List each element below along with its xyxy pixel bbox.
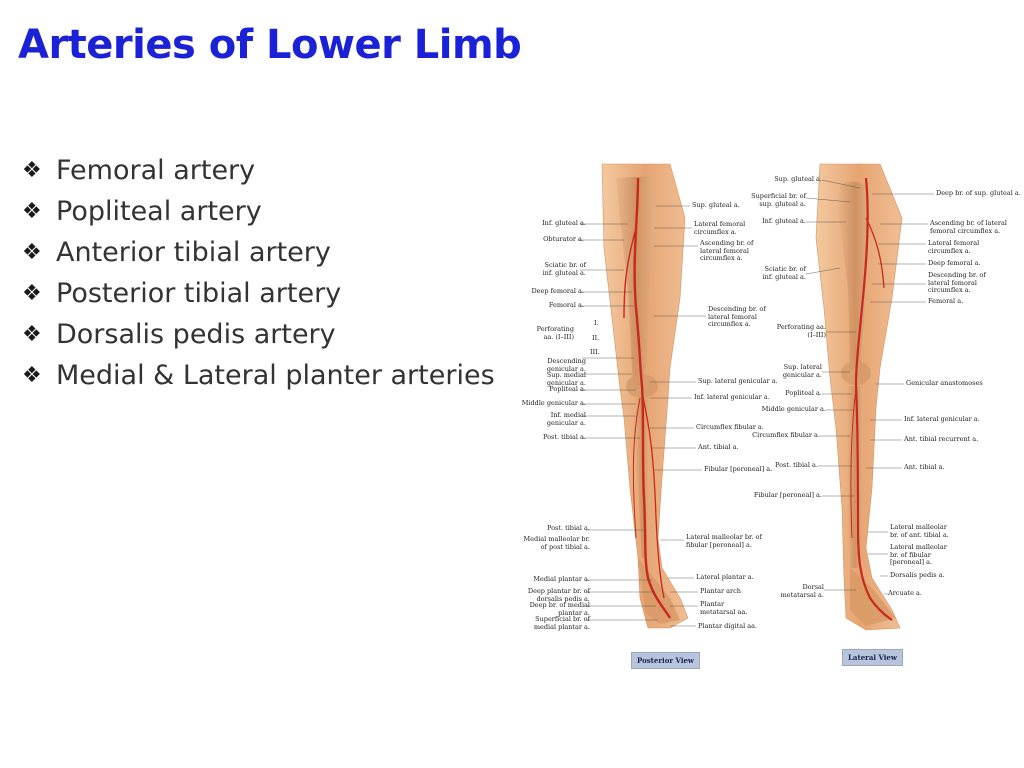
label-lat-femoral: Femoral a. xyxy=(928,297,964,305)
label-inf-gluteal: Inf. gluteal a. xyxy=(542,219,586,227)
label-lat-inf-gluteal: Inf. gluteal a. xyxy=(762,217,806,225)
label-popliteal: Popliteal a. xyxy=(549,385,586,393)
label-lat-post-tibial: Post. tibial a. xyxy=(775,461,818,469)
posterior-view-label: Posterior View xyxy=(631,652,700,669)
label-lat-circumflex-fibular: Circumflex fibular a. xyxy=(752,431,820,439)
label-perforating-i: I. xyxy=(594,319,599,327)
label-ascending-branch: Ascending br. of lateral femoral circumf… xyxy=(700,239,754,262)
lateral-leg xyxy=(815,163,903,631)
label-inf-medial-genicular: Inf. medial genicular a. xyxy=(546,411,586,427)
label-plantar-arch: Plantar arch xyxy=(700,587,741,595)
posterior-leader-lines xyxy=(578,205,706,627)
label-lat-sup-gluteal: Sup. gluteal a. xyxy=(774,175,822,183)
label-lat-dorsal-metatarsal: Dorsal metatarsal a. xyxy=(780,583,824,599)
label-lateral-femoral-circumflex: Lateral femoral circumflex a. xyxy=(694,220,746,236)
lateral-view-label: Lateral View xyxy=(842,649,903,666)
bullet-item: ❖ Femoral artery xyxy=(22,150,495,191)
label-plantar-digital: Plantar digital aa. xyxy=(698,622,758,630)
bullet-list: ❖ Femoral artery ❖ Popliteal artery ❖ Anter… xyxy=(22,150,495,396)
label-lat-superficial-br-sup-gluteal: Superficial br. of sup. gluteal a. xyxy=(751,192,806,208)
label-descending-genicular: Descending genicular a. xyxy=(546,357,586,373)
label-medial-malleolar: Medial malleolar br. of post tibial a. xyxy=(523,535,590,551)
bullet-item: ❖ Dorsalis pedis artery xyxy=(22,314,495,355)
label-lat-sup-lateral-genicular: Sup. lateral genicular a. xyxy=(782,363,822,379)
bullet-text: Anterior tibial artery xyxy=(56,237,331,268)
label-femoral: Femoral a. xyxy=(548,301,584,309)
bullet-item: ❖ Popliteal artery xyxy=(22,191,495,232)
label-lat-arcuate: Arcuate a. xyxy=(888,589,922,597)
label-perforating-ii: II. xyxy=(592,334,600,342)
slide-title: Arteries of Lower Limb xyxy=(18,22,522,68)
label-lateral-malleolar-fibular: Lateral malleolar br. of fibular [perone… xyxy=(686,533,762,549)
bullet-text: Posterior tibial artery xyxy=(56,278,342,309)
label-sup-medial-genicular: Sup. medial genicular a. xyxy=(546,371,586,387)
label-lat-lateral-femoral-circumflex: Lateral femoral circumflex a. xyxy=(928,239,980,255)
label-lat-ant-tibial-recurrent: Ant. tibial recurrent a. xyxy=(904,435,979,443)
label-lat-ant-tibial: Ant. tibial a. xyxy=(904,463,945,471)
label-obturator: Obturator a. xyxy=(543,235,584,243)
label-post-tibial: Post. tibial a. xyxy=(543,433,586,441)
label-lat-sciatic-branch: Sciatic br. of inf. gluteal a. xyxy=(762,265,806,281)
four-diamond-bullet-icon: ❖ xyxy=(22,363,42,388)
bullet-item: ❖ Medial & Lateral planter arteries xyxy=(22,355,495,396)
label-middle-genicular: Middle genicular a. xyxy=(521,399,586,407)
four-diamond-bullet-icon: ❖ xyxy=(22,322,42,347)
label-deep-femoral: Deep femoral a. xyxy=(531,287,584,295)
label-inf-lateral-genicular: Inf. lateral genicular a. xyxy=(694,393,770,401)
label-sup-gluteal: Sup. gluteal a. xyxy=(692,201,740,209)
label-perforating-iii: III. xyxy=(590,348,600,356)
label-lat-lateral-malleolar-fibular: Lateral malleolar br. of fibular [perone… xyxy=(890,543,947,566)
four-diamond-bullet-icon: ❖ xyxy=(22,281,42,306)
label-lat-genicular-anastomoses: Genicular anastomoses xyxy=(906,379,983,387)
label-lat-ascending-branch: Ascending br. of lateral femoral circumf… xyxy=(930,219,1007,235)
label-lat-middle-genicular: Middle genicular a. xyxy=(761,405,826,413)
label-lat-lateral-malleolar-ant-tibial: Lateral malleolar br. of ant. tibial a. xyxy=(890,523,949,539)
label-lat-perforating: Perforating aa. (I–III) xyxy=(776,323,826,339)
label-lat-dorsalis-pedis: Dorsalis pedis a. xyxy=(890,571,945,579)
four-diamond-bullet-icon: ❖ xyxy=(22,199,42,224)
label-lat-inf-lateral-genicular: Inf. lateral genicular a. xyxy=(904,415,980,423)
label-superficial-br-medial-plantar: Superficial br. of medial plantar a. xyxy=(533,615,590,631)
label-sciatic-branch: Sciatic br. of inf. gluteal a. xyxy=(542,261,586,277)
bullet-text: Femoral artery xyxy=(56,155,256,186)
label-ant-tibial: Ant. tibial a. xyxy=(698,443,739,451)
label-fibular: Fibular [peroneal] a. xyxy=(704,465,773,473)
label-sup-lateral-genicular: Sup. lateral genicular a. xyxy=(698,377,778,385)
bullet-text: Medial & Lateral planter arteries xyxy=(56,360,495,391)
bullet-text: Popliteal artery xyxy=(56,196,262,227)
lateral-leader-lines xyxy=(805,179,934,595)
label-circumflex-fibular: Circumflex fibular a. xyxy=(696,423,764,431)
leg-illustration xyxy=(578,163,934,631)
label-lat-fibular: Fibular [peroneal] a. xyxy=(753,491,822,499)
label-post-tibial-lower: Post. tibial a. xyxy=(547,524,590,532)
label-medial-plantar: Medial plantar a. xyxy=(533,575,590,583)
bullet-text: Dorsalis pedis artery xyxy=(56,319,336,350)
four-diamond-bullet-icon: ❖ xyxy=(22,240,42,265)
label-perforating: Perforating aa. (I–III) xyxy=(536,325,574,341)
label-deep-br-medial-plantar: Deep br. of medial plantar a. xyxy=(529,601,590,617)
label-descending-branch: Descending br. of lateral femoral circum… xyxy=(708,305,766,328)
four-diamond-bullet-icon: ❖ xyxy=(22,158,42,183)
label-lat-popliteal: Popliteal a. xyxy=(785,389,822,397)
label-plantar-metatarsal: Plantar metatarsal aa. xyxy=(700,600,748,616)
label-lat-descending-branch: Descending br. of lateral femoral circum… xyxy=(928,271,986,294)
bullet-item: ❖ Anterior tibial artery xyxy=(22,232,495,273)
bullet-item: ❖ Posterior tibial artery xyxy=(22,273,495,314)
label-lat-deep-femoral: Deep femoral a. xyxy=(928,259,981,267)
anatomy-figure: Inf. gluteal a. Obturator a. Sciatic br.… xyxy=(520,158,1024,678)
posterior-leg xyxy=(601,163,689,629)
label-deep-plantar-branch: Deep plantar br. of dorsalis pedis a. xyxy=(527,587,590,603)
label-lateral-plantar: Lateral plantar a. xyxy=(696,573,754,581)
label-lat-deep-br-sup-gluteal: Deep br. of sup. gluteal a. xyxy=(936,189,1021,197)
